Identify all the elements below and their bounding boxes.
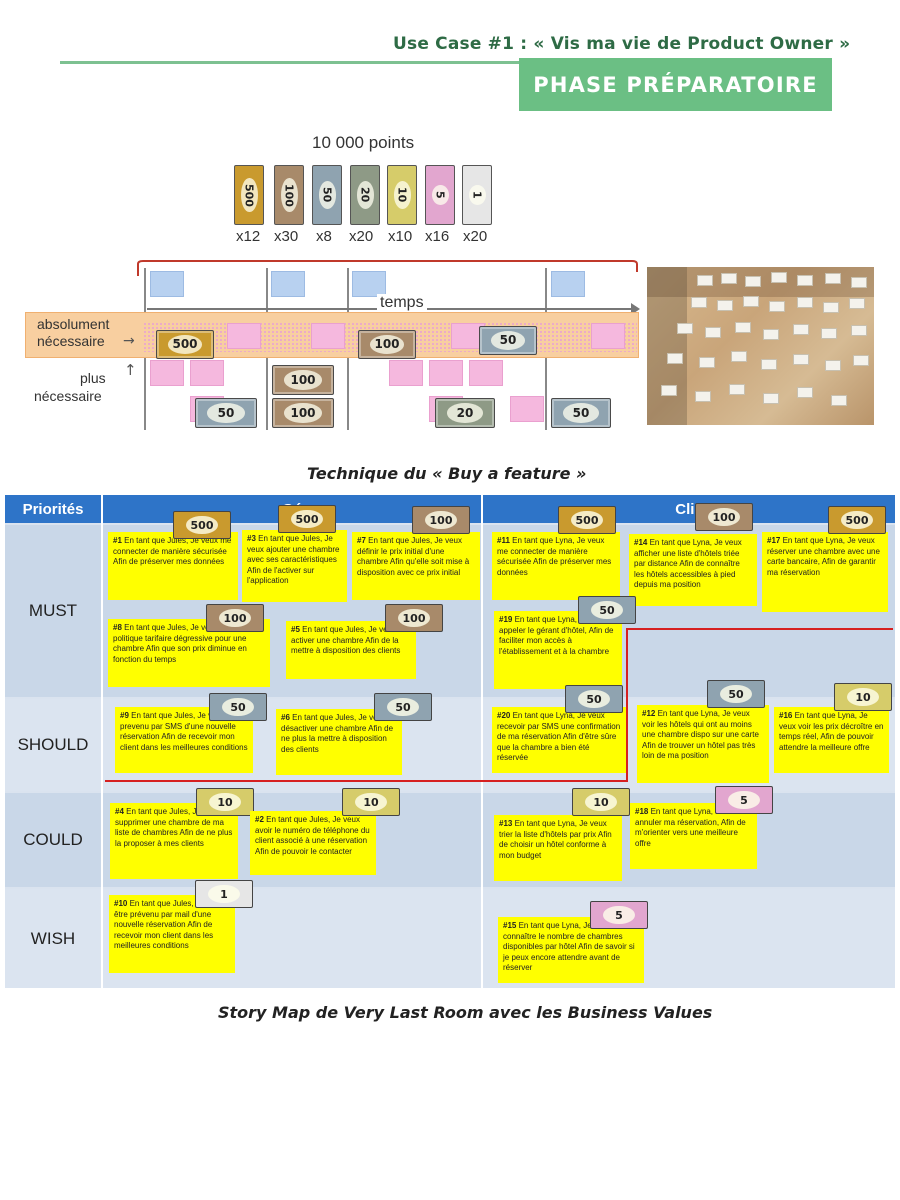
points-total: 10 000 points <box>312 133 415 152</box>
time-label: temps <box>377 294 427 312</box>
release-box <box>551 271 585 297</box>
release-box <box>150 271 184 297</box>
feature-item <box>510 396 544 422</box>
story-bill: 10 <box>572 788 630 816</box>
label-less-needed: plus nécessaire <box>33 370 106 404</box>
story-card: #13 En tant que Lyna, Je veux trier la l… <box>494 815 622 881</box>
arrow-right-icon: → <box>123 333 135 349</box>
story-card: #1 En tant que Jules, Je veux me connect… <box>108 532 238 600</box>
release-box <box>352 271 386 297</box>
story-card: #7 En tant que Jules, Je veux définir le… <box>352 532 480 600</box>
bill-50: 50 <box>312 165 342 225</box>
story-map: Priorités Gé Clie MUST SHOULD COULD WISH… <box>5 495 895 988</box>
placed-bill: 20 <box>435 398 495 428</box>
feature-item <box>190 360 224 386</box>
phase-banner: PHASE PRÉPARATOIRE <box>519 58 832 111</box>
buy-a-feature-diagram: 10 000 points 500 100 50 20 10 5 1 x12 x… <box>25 128 640 433</box>
story-bill: 500 <box>173 511 231 539</box>
placed-bill: 500 <box>156 330 214 359</box>
bill-count: x30 <box>274 228 299 245</box>
bill-5: 5 <box>425 165 455 225</box>
row-label-should: SHOULD <box>17 735 89 754</box>
placed-bill: 100 <box>272 365 334 395</box>
release-box <box>271 271 305 297</box>
feature-item <box>591 323 625 349</box>
story-bill: 50 <box>707 680 765 708</box>
story-bill: 50 <box>209 693 267 721</box>
bill-count: x20 <box>349 228 374 245</box>
bill-500: 500 <box>234 165 264 225</box>
arrow-right-icon <box>631 303 640 315</box>
col-divider <box>481 495 483 988</box>
bill-count: x20 <box>463 228 488 245</box>
placed-bill: 100 <box>272 398 334 428</box>
bill-count: x12 <box>236 228 261 245</box>
placed-bill: 50 <box>479 326 537 355</box>
story-bill: 10 <box>342 788 400 816</box>
story-card: #3 En tant que Jules, Je veux ajouter un… <box>242 530 347 602</box>
feature-item <box>311 323 345 349</box>
bracket <box>137 260 638 276</box>
col-divider <box>101 495 103 988</box>
bill-10: 10 <box>387 165 417 225</box>
story-bill: 500 <box>558 506 616 534</box>
figure-caption: Story Map de Very Last Room avec les Bus… <box>218 1003 713 1022</box>
story-bill: 5 <box>590 901 648 929</box>
feature-item <box>389 360 423 386</box>
feature-item <box>150 360 184 386</box>
label-absolutely-needed: absolument nécessaire <box>37 316 110 349</box>
story-card: #19 En tant que Lyna, Je veux appeler le… <box>494 611 622 689</box>
bill-1: 1 <box>462 165 492 225</box>
bill-count: x10 <box>388 228 413 245</box>
story-card: #11 En tant que Lyna, Je veux me connect… <box>492 532 620 600</box>
story-bill: 500 <box>828 506 886 534</box>
workshop-photo <box>647 267 874 425</box>
feature-item <box>227 323 261 349</box>
priority-line <box>626 628 893 630</box>
placed-bill: 100 <box>358 330 416 359</box>
feature-item <box>469 360 503 386</box>
story-bill: 100 <box>206 604 264 632</box>
story-card: #18 En tant que Lyna, Je veux annuler ma… <box>630 803 757 869</box>
priority-line <box>105 780 627 782</box>
story-bill: 10 <box>834 683 892 711</box>
bill-20: 20 <box>350 165 380 225</box>
story-card: #17 En tant que Lyna, Je veux réserver u… <box>762 532 888 612</box>
story-card: #10 En tant que Jules, Je veux être prév… <box>109 895 235 973</box>
story-bill: 50 <box>565 685 623 713</box>
story-bill: 100 <box>412 506 470 534</box>
story-bill: 500 <box>278 505 336 533</box>
priority-line <box>626 628 628 782</box>
story-bill: 50 <box>578 596 636 624</box>
feature-item <box>429 360 463 386</box>
row-label-must: MUST <box>28 601 78 620</box>
story-card: #20 En tant que Lyna, Je veux recevoir p… <box>492 707 626 773</box>
header-priorities: Priorités <box>5 495 101 523</box>
arrow-up-icon: ↑ <box>124 361 137 379</box>
placed-bill: 50 <box>195 398 257 428</box>
row-label-could: COULD <box>23 830 83 849</box>
story-card: #16 En tant que Lyna, Je veux voir les p… <box>774 707 889 773</box>
story-bill: 10 <box>196 788 254 816</box>
story-bill: 5 <box>715 786 773 814</box>
story-bill: 1 <box>195 880 253 908</box>
row-label-wish: WISH <box>30 928 76 948</box>
story-card: #12 En tant que Lyna, Je veux voir les h… <box>637 705 769 783</box>
story-bill: 50 <box>374 693 432 721</box>
header-rule <box>60 61 832 64</box>
page-title: Use Case #1 : « Vis ma vie de Product Ow… <box>393 34 851 54</box>
bill-count: x16 <box>425 228 450 245</box>
story-card: #2 En tant que Jules, Je veux avoir le n… <box>250 811 376 875</box>
bill-100: 100 <box>274 165 304 225</box>
placed-bill: 50 <box>551 398 611 428</box>
figure-caption: Technique du « Buy a feature » <box>307 464 587 483</box>
bill-count: x8 <box>316 228 332 245</box>
story-bill: 100 <box>385 604 443 632</box>
story-card: #14 En tant que Lyna, Je veux afficher u… <box>629 534 757 606</box>
story-bill: 100 <box>695 503 753 531</box>
